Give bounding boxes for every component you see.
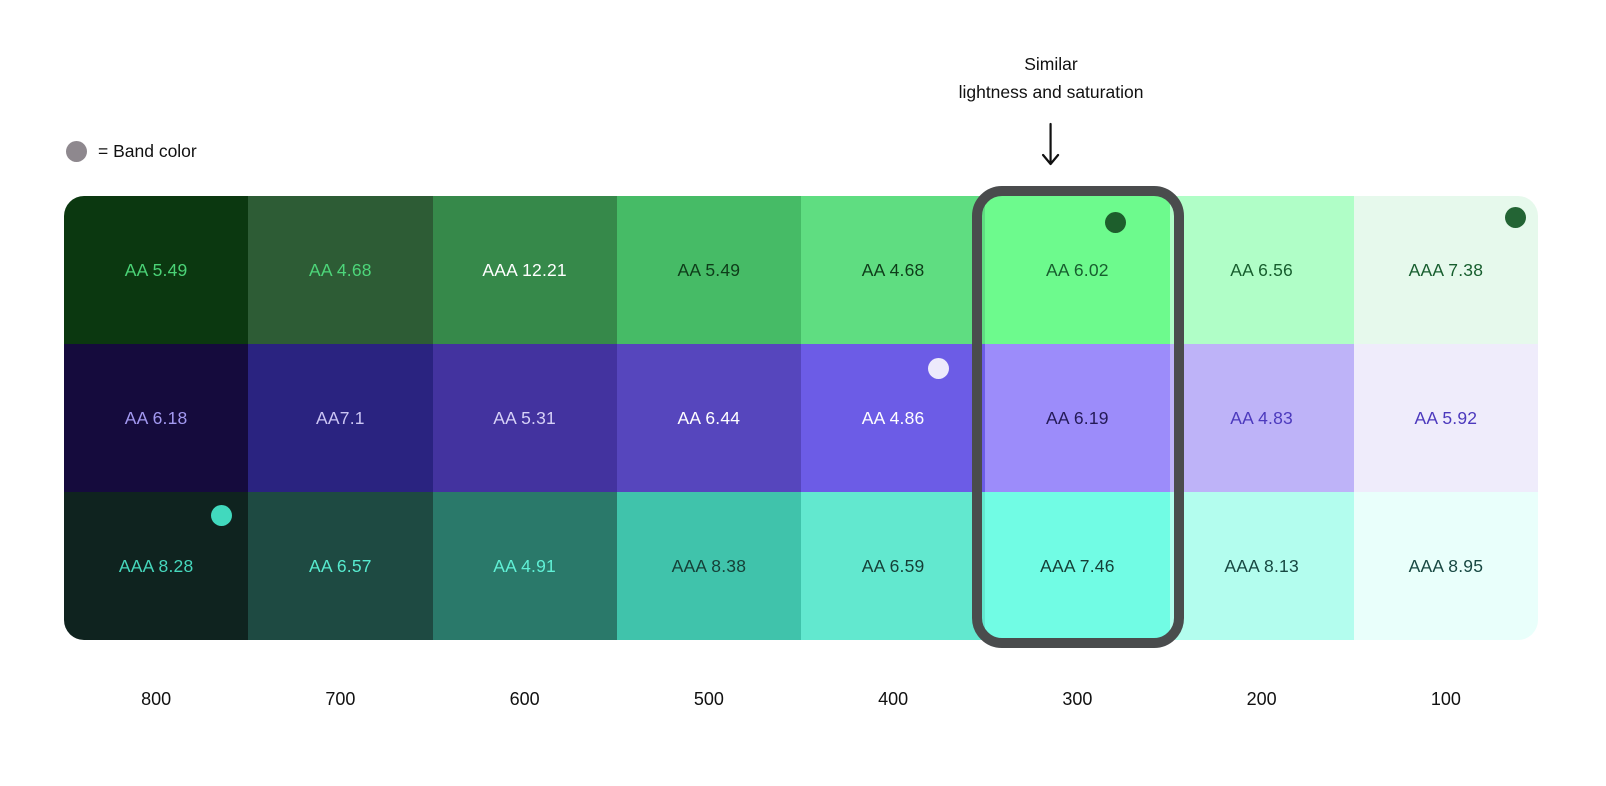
contrast-ratio-label: AA 4.91 (493, 555, 556, 576)
swatch-teal-800: AAA 8.28 (64, 492, 249, 640)
contrast-ratio-label: AA 5.31 (493, 407, 556, 428)
swatch-teal-500: AAA 8.38 (616, 492, 801, 640)
contrast-ratio-label: AAA 8.95 (1408, 555, 1484, 576)
column-label-400: 400 (878, 689, 909, 709)
contrast-ratio-label: AAA 12.21 (482, 259, 567, 280)
contrast-ratio-label: AA 4.68 (309, 259, 372, 280)
contrast-ratio-label: AA 4.86 (861, 407, 925, 428)
contrast-ratio-label: AAA 8.38 (671, 555, 747, 576)
contrast-ratio-label: AA 6.44 (677, 407, 741, 428)
band-color-legend-label: = Band color (98, 141, 197, 161)
contrast-ratio-label: AA 6.57 (309, 555, 372, 576)
swatch-teal-300: AAA 7.46 (985, 492, 1170, 640)
band-color-dot-icon (928, 358, 950, 379)
swatch-green-100: AAA 7.38 (1353, 196, 1538, 344)
band-color-dot-icon (1104, 212, 1126, 233)
annotation-line-1: Similar (1024, 54, 1078, 74)
swatch-purple-200: AA 4.83 (1169, 344, 1354, 492)
contrast-ratio-label: AA 6.56 (1230, 259, 1293, 280)
color-band-grid: AA 5.49 AA 4.68 AAA 12.21 AA 5.49 AA 4.68 AA … (64, 196, 1538, 640)
swatch-green-400: AA 4.68 (801, 196, 986, 344)
contrast-ratio-label: AA 5.49 (677, 259, 741, 280)
swatch-purple-500: AA 6.44 (616, 344, 801, 492)
swatch-green-700: AA 4.68 (248, 196, 433, 344)
annotation-line-2: lightness and saturation (958, 82, 1144, 102)
swatch-teal-600: AA 4.91 (432, 492, 617, 640)
column-label-500: 500 (693, 689, 724, 709)
contrast-ratio-label: AA 4.68 (861, 259, 925, 280)
swatch-purple-300: AA 6.19 (985, 344, 1170, 492)
contrast-ratio-label: AAA 8.28 (118, 555, 194, 576)
similar-lightness-annotation: Similar lightness and saturation (958, 50, 1144, 176)
swatch-green-300: AA 6.02 (985, 196, 1170, 344)
swatch-teal-700: AA 6.57 (248, 492, 433, 640)
column-label-200: 200 (1246, 689, 1277, 709)
band-color-legend: = Band color (66, 141, 197, 162)
column-label-300: 300 (1062, 689, 1093, 709)
contrast-ratio-label: AA 6.19 (1046, 407, 1109, 428)
column-labels-row: 800 700 600 500 400 300 200 100 (64, 689, 1538, 710)
swatch-purple-700: AA7.1 (248, 344, 433, 492)
column-label-700: 700 (325, 689, 356, 709)
down-arrow-icon (1040, 122, 1062, 176)
contrast-ratio-label: AAA 8.13 (1224, 555, 1299, 576)
contrast-ratio-label: AA7.1 (316, 407, 365, 428)
band-color-dot-icon (211, 505, 233, 526)
swatch-teal-200: AAA 8.13 (1169, 492, 1354, 640)
contrast-ratio-label: AA 5.49 (124, 259, 188, 280)
swatch-purple-800: AA 6.18 (64, 344, 249, 492)
swatch-green-500: AA 5.49 (616, 196, 801, 344)
band-color-legend-dot-icon (66, 141, 87, 162)
column-label-100: 100 (1430, 689, 1461, 709)
column-label-600: 600 (509, 689, 540, 709)
swatch-green-600: AAA 12.21 (432, 196, 617, 344)
swatch-purple-400: AA 4.86 (801, 344, 986, 492)
swatch-green-200: AA 6.56 (1169, 196, 1354, 344)
contrast-ratio-label: AA 5.92 (1414, 407, 1478, 428)
contrast-ratio-label: AA 6.02 (1046, 259, 1109, 280)
swatch-purple-100: AA 5.92 (1353, 344, 1538, 492)
contrast-ratio-label: AA 6.59 (861, 555, 925, 576)
swatch-teal-100: AAA 8.95 (1353, 492, 1538, 640)
contrast-ratio-label: AA 6.18 (124, 407, 188, 428)
swatch-purple-600: AA 5.31 (432, 344, 617, 492)
contrast-ratio-label: AA 4.83 (1230, 407, 1293, 428)
swatch-teal-400: AA 6.59 (801, 492, 986, 640)
band-color-dot-icon (1505, 207, 1526, 228)
contrast-ratio-label: AAA 7.46 (1040, 555, 1115, 576)
column-label-800: 800 (141, 689, 172, 709)
swatch-green-800: AA 5.49 (64, 196, 249, 344)
contrast-ratio-label: AAA 7.38 (1408, 259, 1484, 280)
